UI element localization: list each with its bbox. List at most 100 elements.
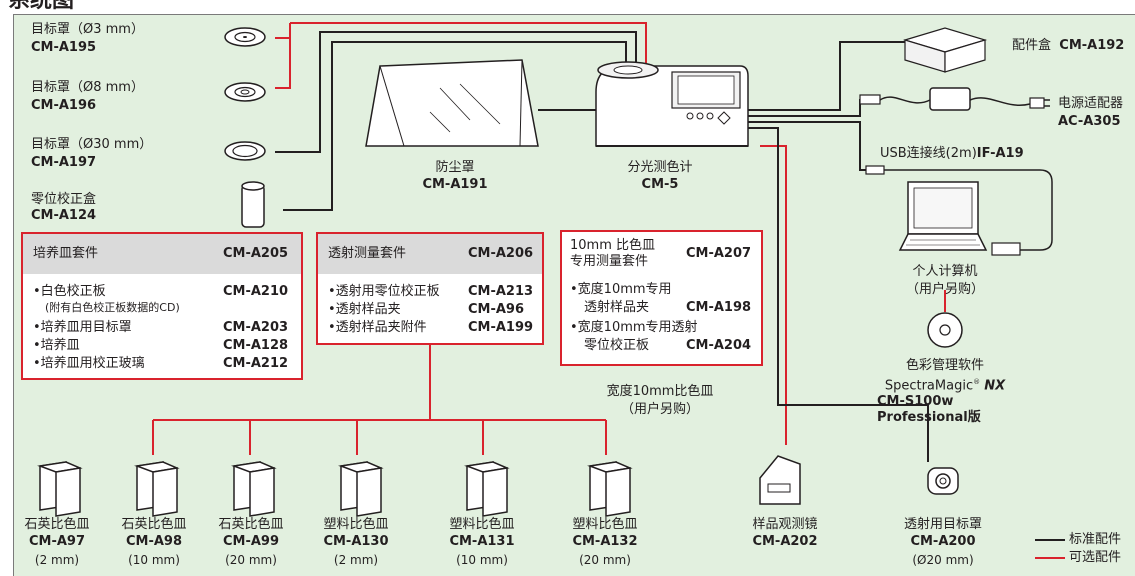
target-mask-3mm-code: CM-A195 xyxy=(31,40,97,55)
spectro-code: CM-5 xyxy=(641,177,679,192)
kit-trans-box: 透射测量套件 CM-A206 •透射用零位校正板 CM-A213 •透射样品夹 … xyxy=(316,232,544,345)
transmission-target-icon xyxy=(927,467,959,495)
kit-10mm-header xyxy=(562,232,761,272)
kit-trans-item-2-code: CM-A199 xyxy=(468,320,534,335)
adapter-code: AC-A305 xyxy=(1058,114,1121,129)
kit-10mm-title1: 10mm 比色皿 xyxy=(570,238,656,253)
target-mask-8mm-code: CM-A196 xyxy=(31,98,97,113)
cell-1-size: (10 mm) xyxy=(128,553,180,567)
accessory-case-name: 配件盒 xyxy=(1012,38,1052,53)
software-edition: Professional版 xyxy=(877,410,981,425)
laptop-icon xyxy=(898,181,988,251)
usb-label: USB连接线(2m)IF-A19 xyxy=(880,146,1024,162)
accessory-case-label: 配件盒 CM-A192 xyxy=(1012,38,1124,54)
cell-0-name: 石英比色皿 xyxy=(24,517,90,532)
kit-10mm-item-0: •宽度10mm专用 xyxy=(570,282,672,297)
software-code: CM-S100w xyxy=(877,394,954,409)
kit-10mm-item-1-code: CM-A198 xyxy=(686,300,752,315)
cell-1-code: CM-A98 xyxy=(125,534,183,549)
kit-petri-item-2: •培养皿用目标罩 xyxy=(33,320,132,335)
kit-petri-code: CM-A205 xyxy=(223,246,289,261)
kit-10mm-title2: 专用测量套件 xyxy=(570,254,649,269)
cell-4-name: 塑料比色皿 xyxy=(449,517,515,532)
optional-lines xyxy=(152,22,1065,559)
zero-box-code: CM-A124 xyxy=(31,208,97,223)
software-brand-name: SpectraMagic xyxy=(884,378,974,394)
kit-trans-item-1-code: CM-A96 xyxy=(468,302,525,317)
kit-trans-item-0-code: CM-A213 xyxy=(468,284,534,299)
cell-0-code: CM-A97 xyxy=(28,534,86,549)
kit-10mm-item-3: 零位校正板 xyxy=(584,338,650,353)
cell-4-code: CM-A131 xyxy=(449,534,515,549)
legend-optional: 可选配件 xyxy=(1069,550,1122,565)
kit-petri-header xyxy=(23,234,301,274)
usb-cable-code: IF-A19 xyxy=(976,146,1024,161)
kit-petri-item-0: •白色校正板 xyxy=(33,284,106,299)
cell-3-code: CM-A130 xyxy=(323,534,389,549)
kit-trans-title: 透射测量套件 xyxy=(328,246,407,261)
kit-10mm-item-1: 透射样品夹 xyxy=(584,300,650,315)
cell-3-name: 塑料比色皿 xyxy=(323,517,389,532)
kit-petri-item-2-code: CM-A203 xyxy=(223,320,289,335)
zero-calibration-box-icon xyxy=(241,181,265,228)
kit-trans-item-1: •透射样品夹 xyxy=(328,302,401,317)
kit-petri-item-3-code: CM-A128 xyxy=(223,338,289,353)
spectrophotometer-icon xyxy=(595,61,749,147)
viewer-code: CM-A202 xyxy=(752,534,818,549)
page-title: 系统图 xyxy=(8,0,75,13)
target-mask-30mm-label: 目标罩（Ø30 mm） xyxy=(31,137,153,152)
accessory-case-code: CM-A192 xyxy=(1059,38,1125,53)
spectro-label: 分光测色计 xyxy=(627,160,693,175)
target-mask-3mm-icon xyxy=(224,27,266,47)
cell-3-size: (2 mm) xyxy=(333,553,379,567)
trans-target-size: (Ø20 mm) xyxy=(912,553,974,567)
kit-petri-box: 培养皿套件 CM-A205 •白色校正板 CM-A210 (附有白色校正板数据的… xyxy=(21,232,303,380)
kit-10mm-item-2: •宽度10mm专用透射 xyxy=(570,320,698,335)
target-mask-30mm-icon xyxy=(224,141,266,161)
kit-petri-item-4: •培养皿用校正玻璃 xyxy=(33,356,145,371)
target-mask-8mm-label: 目标罩（Ø8 mm） xyxy=(31,80,144,95)
cuvette-icons xyxy=(37,461,633,517)
pc-label: 个人计算机 xyxy=(912,264,978,279)
cell-0-size: (2 mm) xyxy=(34,553,80,567)
target-mask-30mm-code: CM-A197 xyxy=(31,155,97,170)
kit-petri-item-1: (附有白色校正板数据的CD) xyxy=(45,301,180,314)
dust-cover-icon xyxy=(365,59,539,147)
software-brand-suffix: NX xyxy=(984,378,1006,394)
power-adapter-icon xyxy=(859,87,1050,111)
legend-standard: 标准配件 xyxy=(1069,532,1122,547)
kit-10mm-code: CM-A207 xyxy=(686,246,752,261)
kit-10mm-box: 10mm 比色皿 专用测量套件 CM-A207 •宽度10mm专用 透射样品夹 … xyxy=(560,230,763,366)
software-label: 色彩管理软件 xyxy=(905,358,984,373)
kit-trans-item-0: •透射用零位校正板 xyxy=(328,284,440,299)
kit-petri-title: 培养皿套件 xyxy=(33,246,99,261)
kit-10mm-item-3-code: CM-A204 xyxy=(686,338,752,353)
usb-cable-name: USB连接线(2m) xyxy=(880,146,977,161)
software-disc-icon xyxy=(927,312,963,348)
cell-5-name: 塑料比色皿 xyxy=(572,517,638,532)
kit-petri-item-3: •培养皿 xyxy=(33,338,80,353)
cell-5-code: CM-A132 xyxy=(572,534,638,549)
cell-2-code: CM-A99 xyxy=(222,534,280,549)
usb-cable-icon xyxy=(865,165,1053,256)
cell-4-size: (10 mm) xyxy=(456,553,508,567)
cell-10mm-note: （用户另购） xyxy=(620,402,699,417)
software-brand: SpectraMagic® NX xyxy=(884,378,1006,394)
viewer-label: 样品观测镜 xyxy=(752,517,818,532)
trans-target-code: CM-A200 xyxy=(910,534,976,549)
kit-petri-item-0-code: CM-A210 xyxy=(223,284,289,299)
dust-cover-label: 防尘罩 xyxy=(435,160,475,175)
cell-10mm-label: 宽度10mm比色皿 xyxy=(606,384,714,399)
cell-5-size: (20 mm) xyxy=(579,553,631,567)
accessory-case-icon xyxy=(902,27,988,73)
kit-trans-code: CM-A206 xyxy=(468,246,534,261)
target-mask-3mm-label: 目标罩（Ø3 mm） xyxy=(31,22,144,37)
kit-trans-header xyxy=(318,234,542,274)
zero-box-label: 零位校正盒 xyxy=(31,192,97,207)
sample-viewer-icon xyxy=(759,455,801,505)
cell-1-name: 石英比色皿 xyxy=(121,517,187,532)
kit-petri-item-4-code: CM-A212 xyxy=(223,356,289,371)
target-mask-8mm-icon xyxy=(224,82,266,102)
